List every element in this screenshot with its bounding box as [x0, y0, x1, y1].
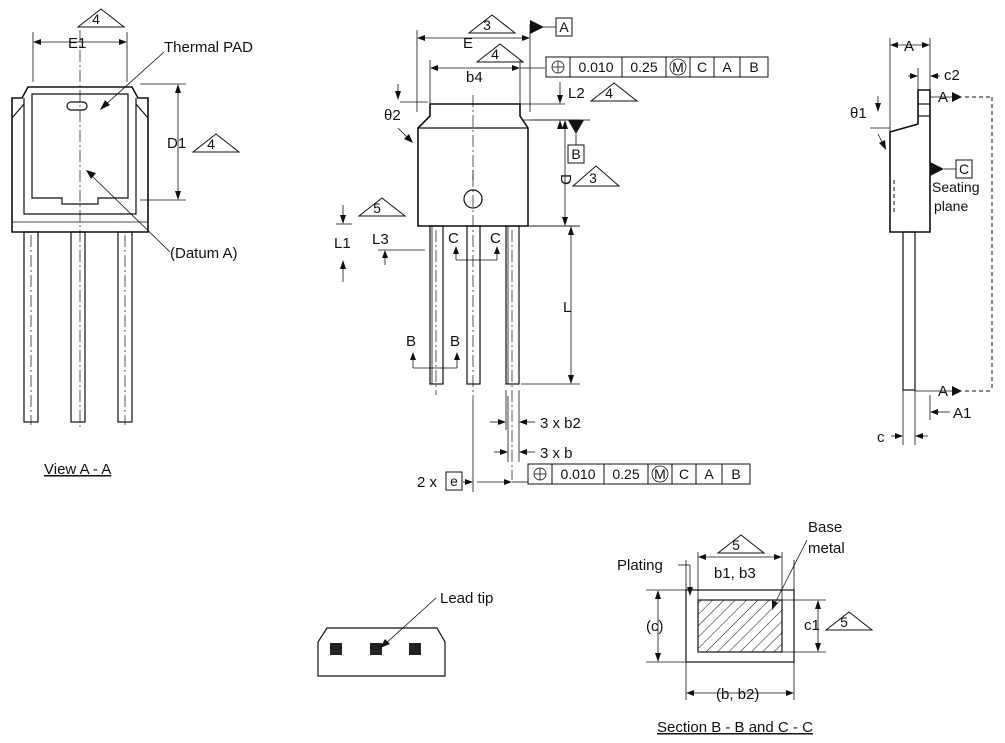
note-4-text: 4	[207, 136, 215, 152]
note-triangle-5	[716, 534, 766, 554]
note-triangle-5	[824, 611, 874, 631]
base-metal-line2: metal	[808, 540, 845, 557]
l1-label: L1	[334, 235, 351, 252]
pitch-e-label: e	[450, 473, 458, 489]
fcf-top-mod: M	[672, 59, 684, 75]
section-a-top: A	[938, 89, 948, 106]
note-triangle-4	[475, 43, 525, 63]
b-b2-label: (b, b2)	[716, 686, 759, 703]
seating-plane-line2: plane	[934, 198, 968, 214]
a-label: A	[904, 38, 914, 55]
b2-label: 3 x b2	[540, 415, 581, 432]
l-label: L	[563, 299, 571, 316]
fcf-top-val1: 0.010	[578, 59, 613, 75]
note-5-text: 5	[373, 200, 381, 216]
thermal-pad-label: Thermal PAD	[164, 39, 253, 56]
section-b-mark: B	[450, 333, 460, 350]
note-5-text: 5	[840, 614, 848, 630]
note-4-text: 4	[92, 11, 100, 27]
fcf-bot-val1: 0.010	[560, 466, 595, 482]
note-4-text: 4	[491, 46, 499, 62]
note-triangle-3	[467, 14, 517, 34]
side-view: A c2 θ1 A A	[850, 38, 993, 446]
fcf-bot-mod: M	[654, 466, 666, 482]
datum-a-flag: A	[559, 19, 569, 35]
note-3-text: 3	[589, 170, 597, 186]
base-metal-line1: Base	[808, 519, 842, 536]
lead-tip-view: Lead tip	[317, 590, 493, 677]
d-label: D	[557, 174, 574, 185]
fcf-bot-val2: 0.25	[612, 466, 639, 482]
fcf-top-val2: 0.25	[630, 59, 657, 75]
b-label: 3 x b	[540, 445, 573, 462]
view-a-a: E1 4 Thermal PAD D1 4 (Datum A)	[11, 8, 253, 478]
section-view: 5 b1, b3 Plating Base metal (c) c1 5	[617, 519, 874, 736]
b1-b3-label: b1, b3	[714, 565, 756, 582]
fcf-top-r1: C	[697, 59, 707, 75]
note-3-text: 3	[483, 17, 491, 33]
section-c-mark: C	[490, 230, 501, 247]
a1-label: A1	[953, 405, 971, 422]
e-label: E	[463, 35, 473, 52]
c-paren-label: (c)	[646, 618, 664, 635]
fcf-bot-r2: A	[704, 466, 714, 482]
note-triangle-4	[191, 133, 241, 153]
front-view: 3 E A 4 b4 0.010 0.25	[334, 14, 769, 492]
datum-a-label: (Datum A)	[170, 245, 238, 262]
fcf-top-r3: B	[749, 59, 758, 75]
view-a-a-title: View A - A	[44, 461, 111, 478]
l3-label: L3	[372, 231, 389, 248]
note-triangle-4	[589, 82, 639, 102]
section-b-mark: B	[406, 333, 416, 350]
l2-label: L2	[568, 85, 585, 102]
theta1-label: θ1	[850, 105, 867, 122]
d1-label: D1	[167, 135, 186, 152]
theta2-label: θ2	[384, 107, 401, 124]
datum-c-flag: C	[959, 161, 969, 177]
note-triangle-3	[571, 165, 621, 187]
fcf-top-r2: A	[722, 59, 732, 75]
feature-control-frame-top: 0.010 0.25 M C A B	[545, 56, 769, 78]
note-5-text: 5	[732, 537, 740, 553]
c2-label: c2	[944, 67, 960, 84]
feature-control-frame-bottom: 0.010 0.25 M C A B	[527, 463, 751, 485]
fcf-bot-r3: B	[731, 466, 740, 482]
section-title: Section B - B and C - C	[657, 719, 813, 736]
section-c-mark: C	[448, 230, 459, 247]
datum-b-flag: B	[571, 146, 580, 162]
e1-label: E1	[68, 35, 86, 52]
note-triangle-5	[357, 197, 407, 217]
fcf-bot-r1: C	[679, 466, 689, 482]
pitch-prefix: 2 x	[417, 474, 438, 491]
lead-tip-label: Lead tip	[440, 590, 493, 607]
seating-plane-line1: Seating	[932, 179, 979, 195]
c1-label: c1	[804, 617, 820, 634]
c-label: c	[877, 429, 885, 446]
note-triangle-4	[76, 8, 126, 28]
section-a-bot: A	[938, 383, 948, 400]
b4-label: b4	[466, 69, 483, 86]
note-4-text: 4	[605, 85, 613, 101]
plating-label: Plating	[617, 557, 663, 574]
